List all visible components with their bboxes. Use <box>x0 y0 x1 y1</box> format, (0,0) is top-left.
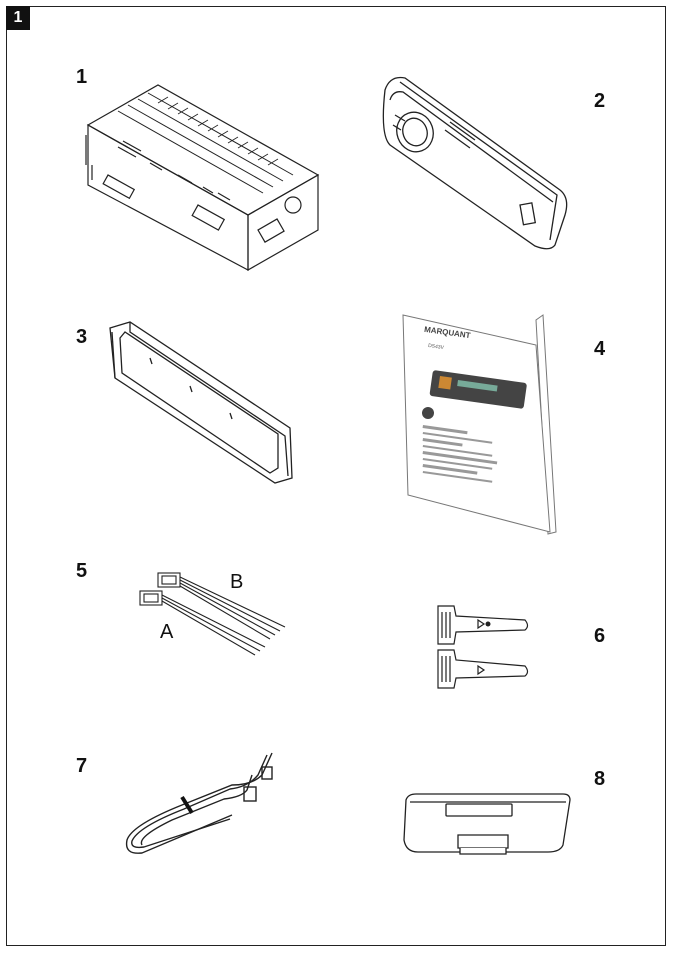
connector-label-a: A <box>160 621 174 643</box>
aux-cable-icon <box>112 745 292 875</box>
item-number-3: 3 <box>76 326 88 348</box>
item-number-8: 8 <box>594 768 606 790</box>
item-number-2: 2 <box>594 90 606 112</box>
item-number-1: 1 <box>76 66 88 88</box>
item-number-5: 5 <box>76 560 88 582</box>
item-number-4: 4 <box>594 338 606 360</box>
figure-badge: 1 <box>6 6 30 30</box>
panel-case-icon <box>398 790 578 870</box>
detachable-front-panel-icon <box>375 70 575 260</box>
connector-label-b: B <box>230 571 244 593</box>
release-keys-icon <box>430 600 540 705</box>
car-radio-chassis-icon <box>78 75 328 280</box>
trim-frame-icon <box>100 318 300 493</box>
item-number-6: 6 <box>594 625 606 647</box>
figure-frame <box>6 6 666 946</box>
iso-connectors-icon: B A <box>130 565 290 665</box>
item-number-7: 7 <box>76 755 88 777</box>
user-manual-icon: MARQUANT DS43V <box>398 310 563 545</box>
